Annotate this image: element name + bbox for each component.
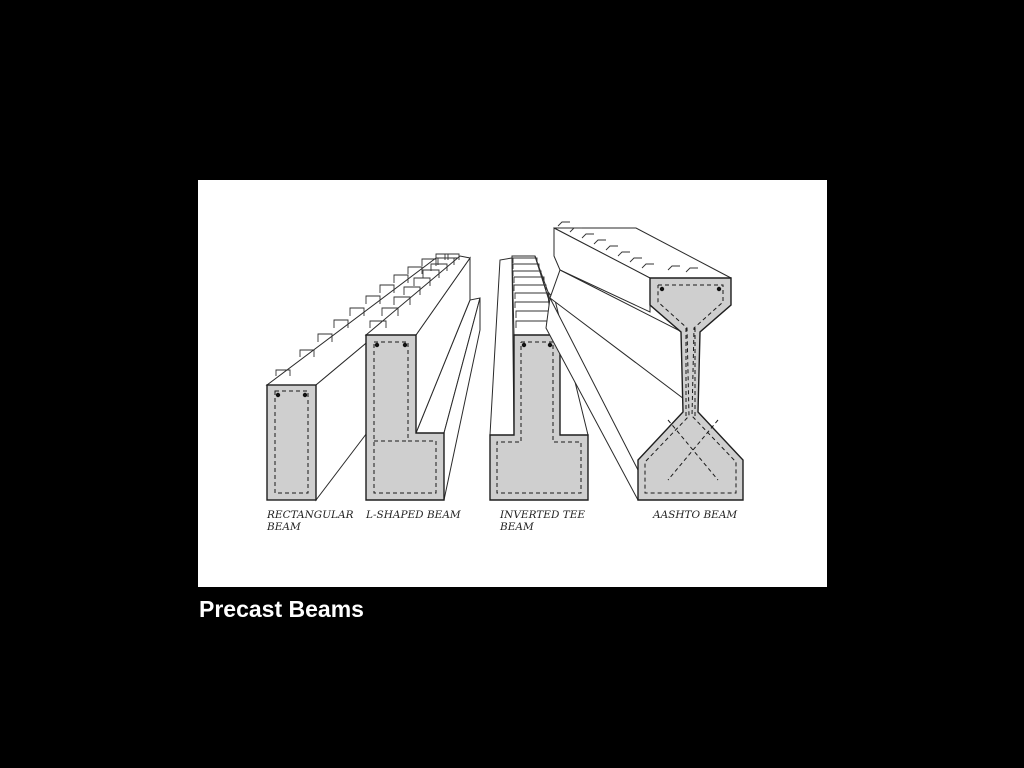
label-l-shaped-beam: L-SHAPED BEAM [365, 509, 461, 521]
aashto-upper-side-face [553, 227, 651, 313]
slide-caption: Precast Beams [199, 596, 364, 622]
rebar-dot [547, 342, 553, 348]
inverted-tee-section [489, 334, 589, 501]
label-aashto-beam: AASHTO BEAM [652, 509, 737, 521]
aashto-beam [545, 221, 744, 501]
label-inverted-tee-beam: INVERTED TEE BEAM [499, 509, 588, 533]
precast-beams-figure: RECTANGULAR BEAM L-SHAPED BEAM INVERTED … [198, 180, 827, 587]
l-shaped-beam-stirrups [369, 253, 460, 328]
inverted-tee-rebar-cage [496, 341, 582, 494]
rebar-dot [521, 342, 527, 348]
aashto-shear-connectors [557, 221, 698, 273]
rebar-dot [659, 286, 665, 292]
label-rectangular-beam: RECTANGULAR BEAM [266, 509, 357, 533]
aashto-rebar-cage [644, 284, 737, 494]
rectangular-beam-section [266, 384, 317, 501]
aashto-section [637, 277, 744, 501]
l-shaped-beam-rebar-cage [373, 341, 437, 494]
l-shaped-beam [364, 253, 481, 501]
rebar-line [667, 419, 719, 481]
rectangular-beam-stirrups [275, 253, 449, 376]
rebar-dot [374, 342, 380, 348]
rebar-dot [402, 342, 408, 348]
rebar-dot [275, 392, 281, 398]
rebar-dot [716, 286, 722, 292]
rebar-line [667, 419, 719, 481]
inverted-tee-left-ledge-face [489, 257, 515, 436]
rectangular-beam-rebar-cage [274, 390, 309, 494]
rebar-dot [302, 392, 308, 398]
l-shaped-beam-section [365, 334, 445, 501]
